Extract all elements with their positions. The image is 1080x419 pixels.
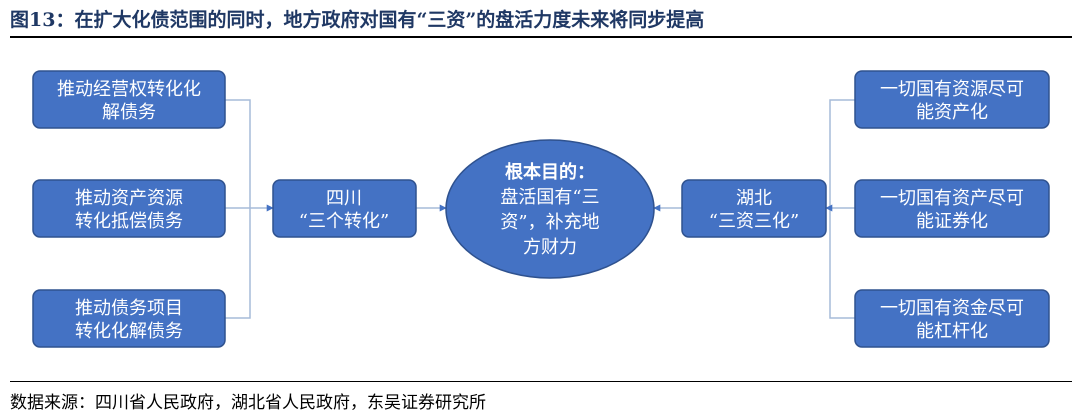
right-measure-3-line-2: 能杠杆化	[916, 321, 988, 342]
right-measure-1-line-1: 一切国有资源尽可	[880, 79, 1024, 100]
left-measure-1-line-1: 推动经营权转化化	[57, 79, 201, 100]
right-measure-3: 一切国有资金尽可 能杠杆化	[854, 289, 1050, 348]
right-measure-1-line-2: 能资产化	[916, 102, 988, 123]
sichuan-node-line-2: “三个转化”	[299, 211, 389, 232]
sichuan-node-line-1: 四川	[326, 188, 362, 209]
left-measure-3: 推动债务项目 转化化解债务	[32, 289, 226, 348]
hubei-node: 湖北 “三资三化”	[681, 179, 827, 238]
left-measure-3-line-1: 推动债务项目	[75, 298, 183, 319]
title-rule	[10, 36, 1072, 38]
left-measure-1: 推动经营权转化化 解债务	[32, 70, 226, 129]
left-measure-2-line-2: 转化抵偿债务	[75, 211, 183, 232]
left-measure-3-line-2: 转化化解债务	[75, 321, 183, 342]
left-measure-2: 推动资产资源 转化抵偿债务	[32, 179, 226, 238]
center-goal-line-1: 盘活国有“三	[500, 187, 599, 208]
hubei-node-line-1: 湖北	[736, 188, 772, 209]
center-goal-heading: 根本目的：	[505, 161, 595, 183]
hubei-node-line-2: “三资三化”	[709, 211, 799, 232]
left-measure-2-line-1: 推动资产资源	[75, 188, 183, 209]
figure-title: 图13：在扩大化债范围的同时，地方政府对国有“三资”的盘活力度未来将同步提高	[10, 9, 705, 31]
left-bracket-connector	[225, 99, 251, 319]
right-measure-2-line-1: 一切国有资产尽可	[880, 188, 1024, 209]
center-goal-node: 根本目的： 盘活国有“三 资”，补充地 方财力	[445, 139, 655, 279]
right-measure-3-line-1: 一切国有资金尽可	[880, 298, 1024, 319]
left-measure-1-line-2: 解债务	[102, 102, 156, 123]
right-bracket-connector	[829, 99, 855, 319]
center-goal-line-2: 资”，补充地	[500, 212, 599, 233]
right-measure-2-line-2: 能证券化	[916, 211, 988, 232]
figure-source: 数据来源：四川省人民政府，湖北省人民政府，东吴证券研究所	[10, 393, 486, 413]
center-goal-line-3: 方财力	[523, 237, 577, 258]
sichuan-node: 四川 “三个转化”	[272, 179, 417, 238]
source-rule	[10, 381, 1072, 382]
right-measure-1: 一切国有资源尽可 能资产化	[854, 70, 1050, 129]
right-measure-2: 一切国有资产尽可 能证券化	[854, 179, 1050, 238]
